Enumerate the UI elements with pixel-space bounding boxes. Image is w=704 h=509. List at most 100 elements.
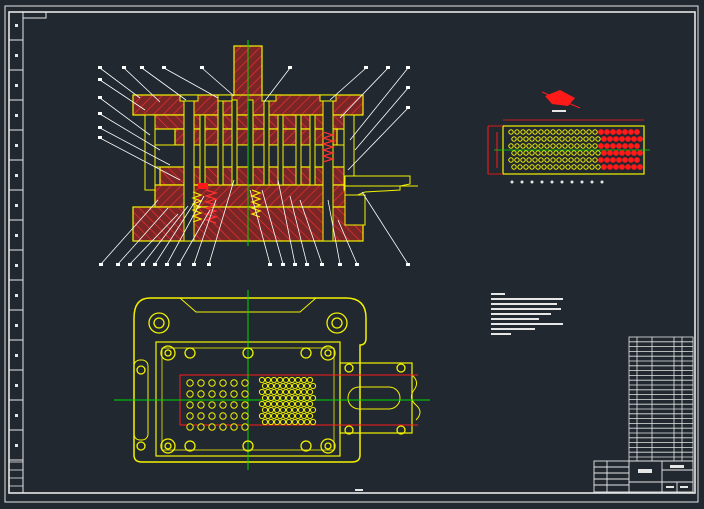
strip-hole	[526, 143, 532, 149]
die-hole	[186, 390, 194, 398]
strip-hole	[535, 164, 541, 170]
strip-hole	[592, 143, 598, 149]
pitch-mark	[510, 180, 514, 184]
strip-hole	[571, 136, 577, 142]
die-hole	[230, 390, 238, 398]
strip-hole	[511, 150, 517, 156]
strip-hole	[637, 136, 643, 142]
strip-hole	[517, 136, 523, 142]
die-hole	[197, 401, 205, 409]
strip-hole	[631, 150, 637, 156]
die-hole	[297, 394, 305, 402]
strip-hole	[577, 150, 583, 156]
strip-hole	[556, 143, 562, 149]
die-hole	[230, 401, 238, 409]
die-hole	[208, 401, 216, 409]
strip-hole	[634, 143, 640, 149]
die-hole	[258, 400, 266, 408]
die-hole	[273, 406, 281, 414]
strip-hole	[607, 164, 613, 170]
strip-hole	[571, 164, 577, 170]
strip-hole	[508, 157, 514, 163]
strip-hole	[544, 143, 550, 149]
strip-hole	[520, 143, 526, 149]
pitch-mark	[550, 180, 554, 184]
strip-hole	[622, 157, 628, 163]
strip-hole	[523, 150, 529, 156]
die-hole	[288, 388, 296, 396]
strip-hole	[613, 136, 619, 142]
strip-hole	[589, 150, 595, 156]
die-hole	[306, 388, 314, 396]
strip-hole	[556, 129, 562, 135]
die-hole	[264, 412, 272, 420]
die-hole	[273, 418, 281, 426]
strip-hole	[580, 157, 586, 163]
die-hole	[197, 379, 205, 387]
strip-hole	[631, 164, 637, 170]
die-hole	[294, 388, 302, 396]
die-hole	[230, 412, 238, 420]
strip-hole	[589, 136, 595, 142]
strip-hole	[538, 129, 544, 135]
strip-hole	[529, 150, 535, 156]
strip-hole	[547, 150, 553, 156]
strip-hole	[580, 143, 586, 149]
strip-hole	[583, 164, 589, 170]
die-hole	[294, 376, 302, 384]
strip-hole	[634, 129, 640, 135]
strip-hole	[529, 136, 535, 142]
strip-hole	[598, 129, 604, 135]
strip-hole	[532, 157, 538, 163]
strip-hole	[538, 157, 544, 163]
strip-hole	[511, 136, 517, 142]
strip-hole	[583, 150, 589, 156]
die-hole	[303, 418, 311, 426]
die-hole	[306, 376, 314, 384]
die-hole	[285, 382, 293, 390]
strip-hole	[532, 143, 538, 149]
strip-hole	[604, 129, 610, 135]
strip-hole	[535, 150, 541, 156]
die-hole	[267, 394, 275, 402]
die-hole	[276, 400, 284, 408]
strip-hole	[610, 129, 616, 135]
strip-hole	[550, 129, 556, 135]
die-hole	[309, 418, 317, 426]
pitch-mark	[580, 180, 584, 184]
die-hole	[186, 412, 194, 420]
die-hole	[267, 406, 275, 414]
strip-hole	[610, 143, 616, 149]
strip-hole	[619, 164, 625, 170]
strip-hole	[616, 157, 622, 163]
die-hole	[300, 388, 308, 396]
die-hole	[279, 394, 287, 402]
die-hole	[294, 400, 302, 408]
die-hole	[285, 418, 293, 426]
die-hole	[208, 412, 216, 420]
strip-hole	[625, 150, 631, 156]
strip-hole	[526, 129, 532, 135]
die-hole	[208, 390, 216, 398]
die-hole	[276, 412, 284, 420]
die-hole	[291, 394, 299, 402]
strip-hole	[574, 129, 580, 135]
die-hole	[303, 406, 311, 414]
strip-hole	[508, 129, 514, 135]
strip-hole	[610, 157, 616, 163]
die-hole	[264, 400, 272, 408]
die-hole	[309, 394, 317, 402]
strip-hole	[598, 143, 604, 149]
strip-hole	[517, 164, 523, 170]
pitch-mark	[590, 180, 594, 184]
strip-hole	[553, 136, 559, 142]
die-hole	[279, 382, 287, 390]
die-hole	[261, 394, 269, 402]
strip-hole	[568, 157, 574, 163]
strip-hole	[550, 157, 556, 163]
die-hole	[264, 388, 272, 396]
die-hole	[208, 379, 216, 387]
strip-hole	[544, 129, 550, 135]
die-hole	[303, 394, 311, 402]
